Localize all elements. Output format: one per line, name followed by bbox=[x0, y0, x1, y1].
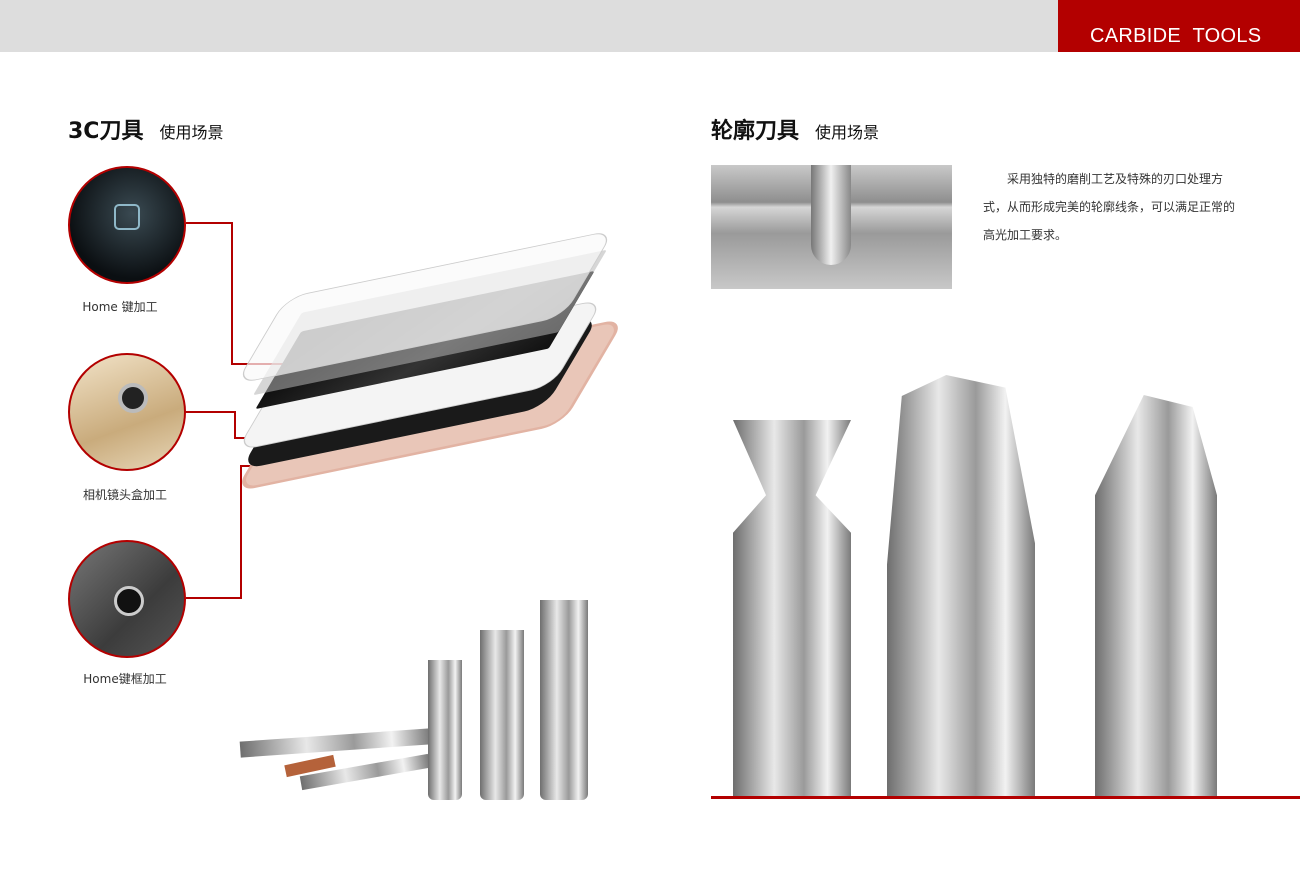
subtitle-text: 使用场景 bbox=[815, 123, 880, 142]
title-text: 轮廓刀具 bbox=[711, 119, 800, 144]
home-frame-image bbox=[68, 540, 186, 658]
connector-line bbox=[234, 411, 236, 439]
left-section-title: 3C刀具使用场景 bbox=[68, 113, 223, 145]
caption-home-frame: Home键框加工 bbox=[83, 672, 167, 686]
caption-camera-lens: 相机镜头盒加工 bbox=[82, 488, 167, 502]
subtitle-text: 使用场景 bbox=[159, 123, 224, 142]
brand-label: CARBIDE TOOLS bbox=[1058, 0, 1300, 52]
home-key-image bbox=[68, 166, 186, 284]
machining-photo bbox=[711, 165, 952, 289]
connector-line bbox=[186, 597, 242, 599]
camera-lens-image bbox=[68, 353, 186, 471]
home-frame-icon bbox=[114, 586, 144, 616]
description-text: 采用独特的磨削工艺及特殊的刃口处理方式，从而形成完美的轮廓线条，可以满足正常的高… bbox=[983, 172, 1236, 242]
connector-line bbox=[186, 411, 236, 413]
connector-line bbox=[186, 222, 232, 224]
connector-line bbox=[240, 465, 242, 599]
home-button-icon bbox=[114, 204, 140, 230]
right-section-title: 轮廓刀具使用场景 bbox=[711, 113, 879, 145]
caption-home-key: Home 键加工 bbox=[82, 300, 158, 314]
camera-lens-icon bbox=[118, 383, 148, 413]
connector-line bbox=[231, 222, 233, 364]
baseline-rule bbox=[711, 796, 1300, 799]
title-text: 3C刀具 bbox=[68, 119, 144, 144]
